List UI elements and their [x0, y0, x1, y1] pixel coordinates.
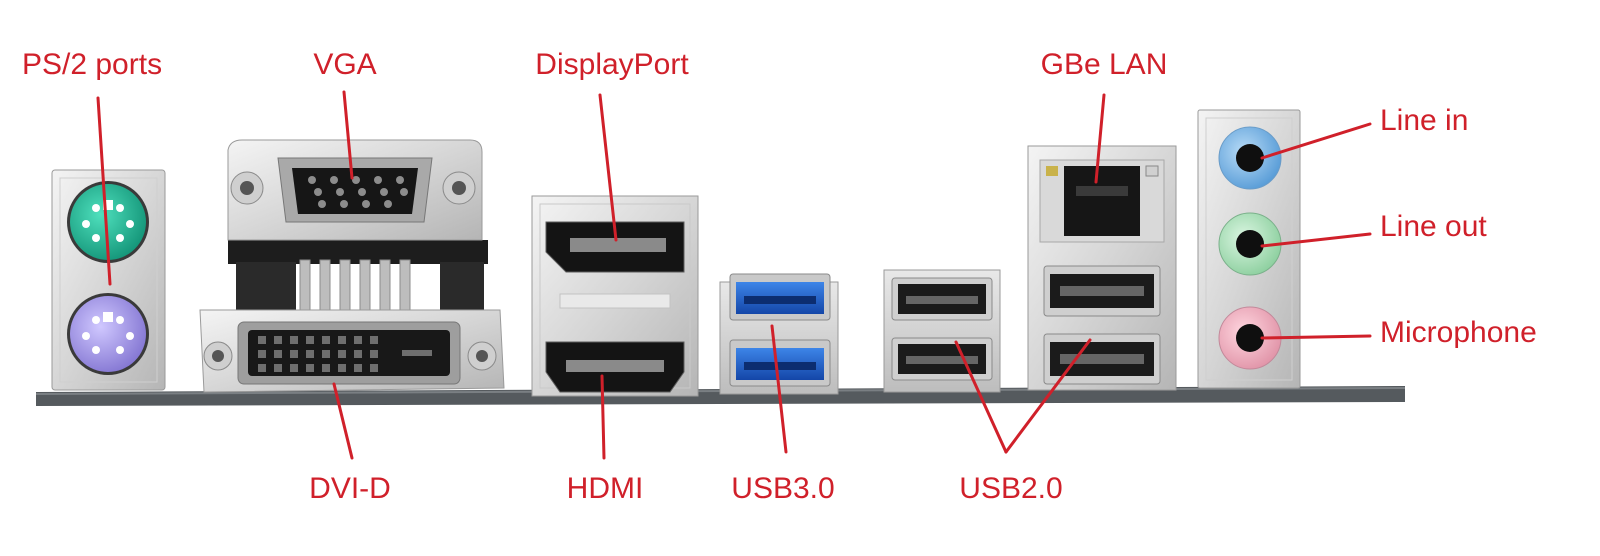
- callout-line-out: [1260, 232, 1372, 248]
- lan-usb2-stack: [1027, 145, 1177, 391]
- ps2-ports: [51, 169, 166, 391]
- label-dvi-d: DVI-D: [309, 472, 391, 505]
- callout-hdmi: [600, 374, 606, 460]
- callout-microphone: [1260, 334, 1372, 340]
- callout-dvi-d: [332, 382, 354, 460]
- ps2-keyboard-port[interactable]: [70, 184, 146, 260]
- usb3-stack: [719, 273, 839, 395]
- callout-ps2: [96, 96, 112, 286]
- label-hdmi: HDMI: [566, 472, 644, 505]
- label-gbe-lan: GBe LAN: [1040, 48, 1168, 81]
- callout-gbe-lan: [1094, 93, 1106, 184]
- callout-usb2-right: [1004, 338, 1092, 454]
- vga-dvi-stack: [199, 139, 505, 393]
- callout-displayport: [598, 93, 618, 242]
- label-displayport: DisplayPort: [535, 48, 689, 81]
- label-line-in: Line in: [1380, 104, 1469, 137]
- label-line-out: Line out: [1380, 210, 1487, 243]
- callout-usb2-left: [954, 340, 1008, 454]
- label-ps2-ports: PS/2 ports: [22, 48, 163, 81]
- gbe-lan-port[interactable]: [1064, 166, 1140, 236]
- label-usb3: USB3.0: [731, 472, 835, 505]
- label-usb2: USB2.0: [959, 472, 1063, 505]
- callout-usb3: [770, 324, 788, 454]
- label-microphone: Microphone: [1380, 316, 1537, 349]
- label-vga: VGA: [313, 48, 377, 81]
- dvi-d-port[interactable]: [248, 330, 450, 376]
- audio-jacks: [1197, 109, 1301, 389]
- usb2-stack-left: [883, 269, 1001, 393]
- ps2-mouse-port[interactable]: [70, 296, 146, 372]
- vga-port[interactable]: [292, 168, 418, 214]
- callout-line-in: [1260, 122, 1372, 160]
- callout-vga: [342, 90, 354, 180]
- callout-lines: [96, 90, 1372, 460]
